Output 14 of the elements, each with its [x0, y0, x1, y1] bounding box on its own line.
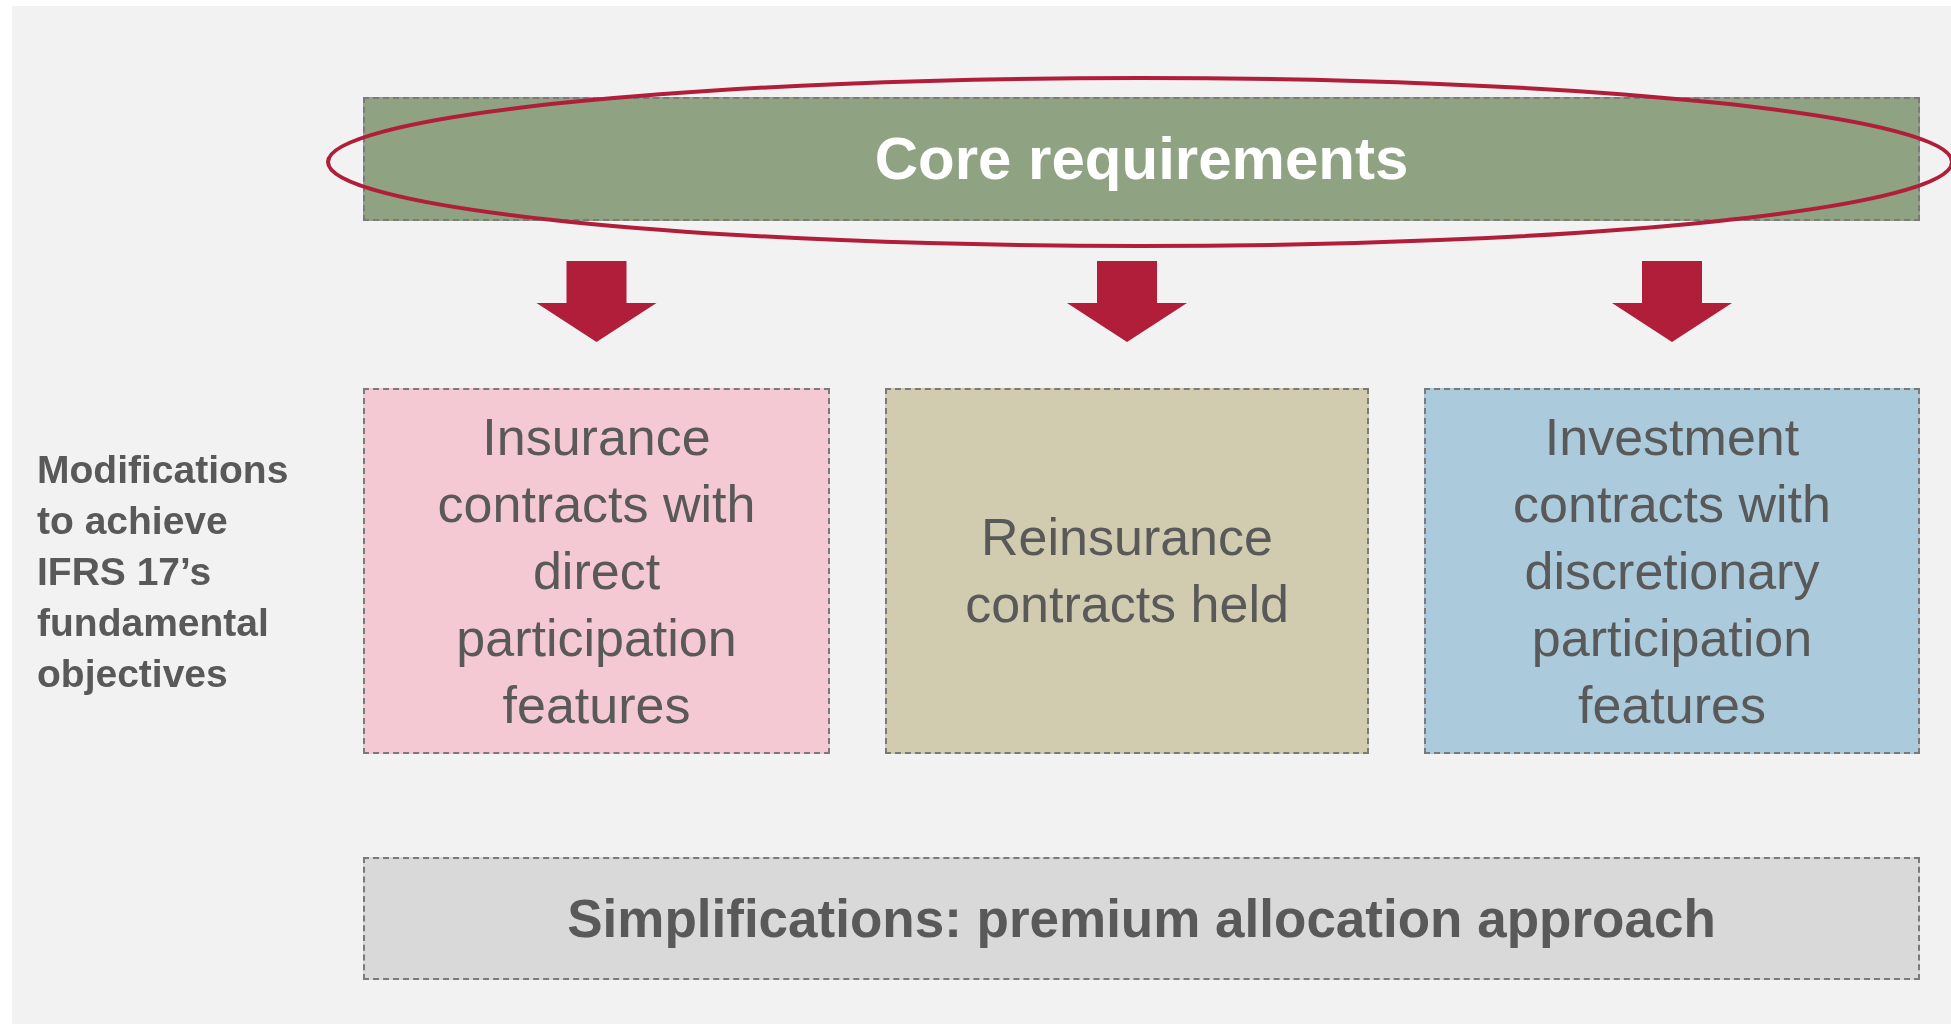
box-label: Core requirements — [874, 124, 1409, 194]
block-arrow — [1612, 261, 1732, 342]
category-box — [363, 388, 830, 754]
simplifications-box — [363, 857, 1920, 980]
category-box — [885, 388, 1369, 754]
core-requirements-box — [363, 97, 1920, 221]
side-note: Modifications to achieve IFRS 17’s fundamental objectives — [37, 447, 290, 697]
block-arrow — [536, 261, 657, 342]
block-arrow — [1067, 261, 1187, 342]
box-label: Reinsurance contracts held — [964, 507, 1290, 635]
category-box — [1424, 388, 1920, 754]
box-label: Investment contracts with discretionary participation features — [1512, 406, 1832, 736]
box-label: Simplifications: premium allocation approach — [567, 887, 1716, 950]
box-label: Insurance contracts with direct participation features — [436, 406, 757, 736]
